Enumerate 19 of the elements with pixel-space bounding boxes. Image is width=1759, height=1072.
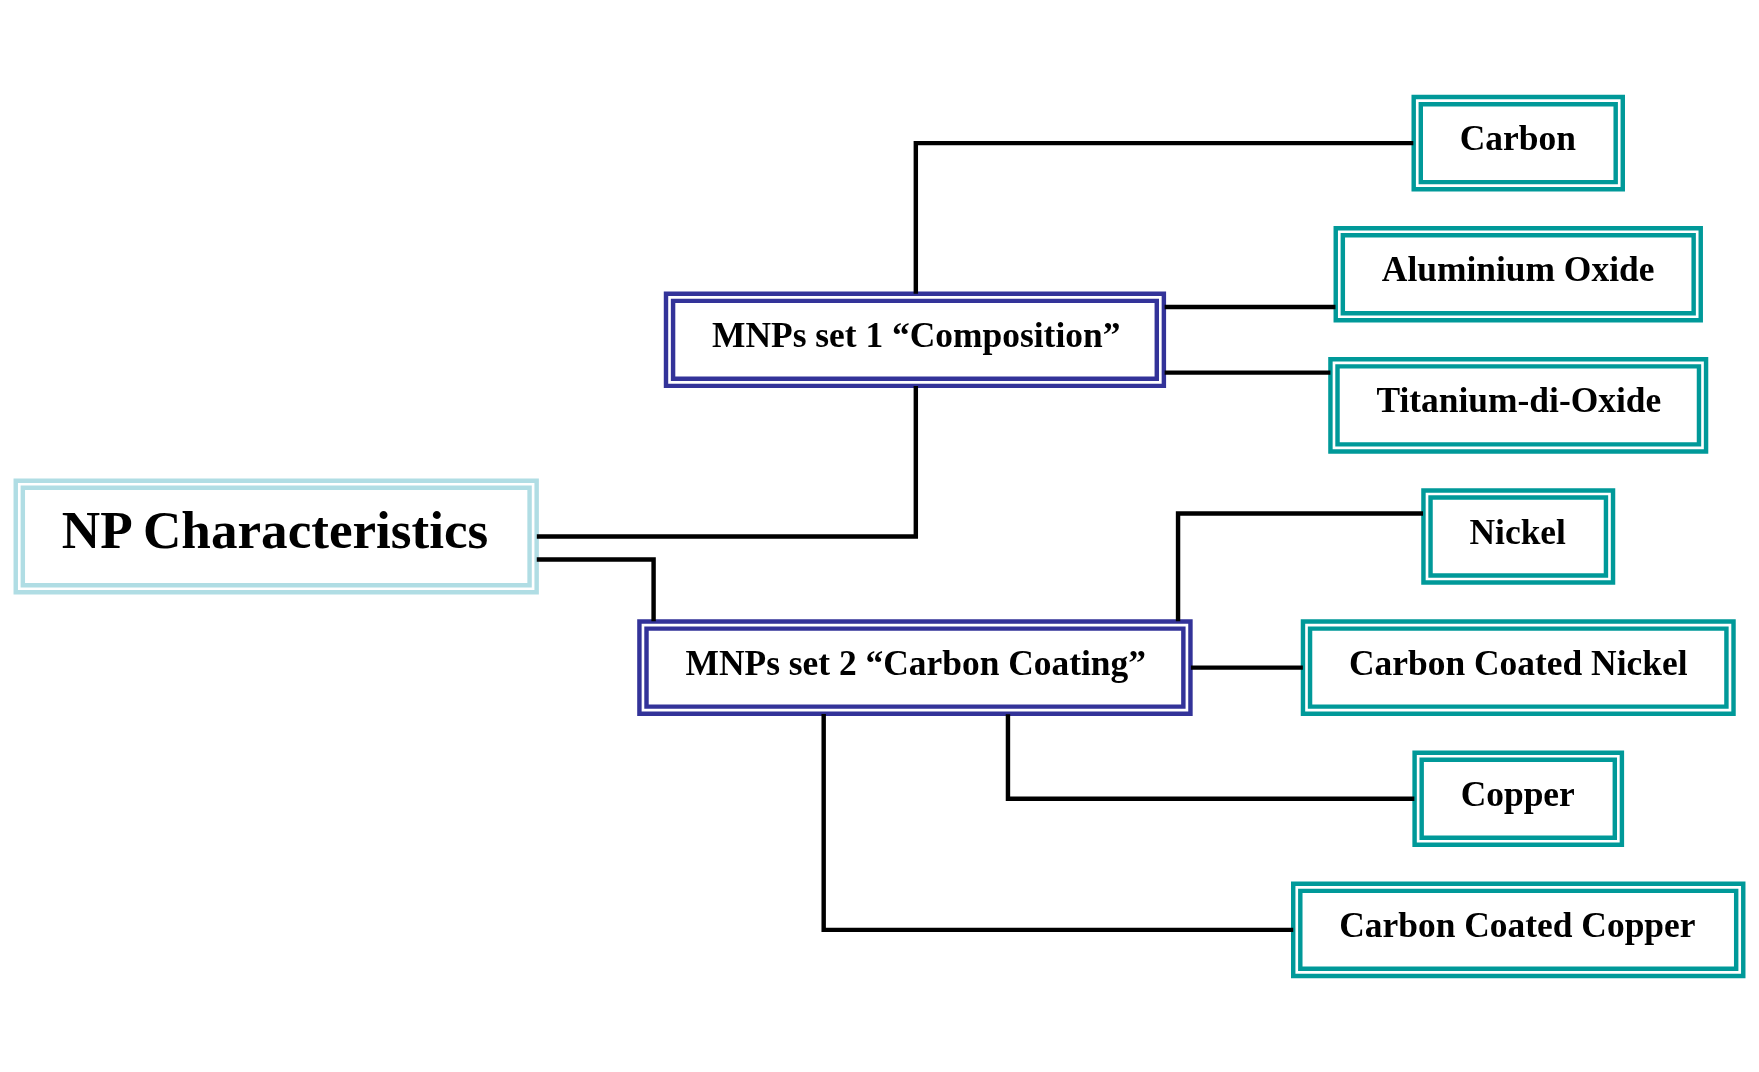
node-box: Carbon Coated Copper [1291,881,1746,978]
connector [1164,304,1336,309]
node-box: Carbon [1411,94,1625,191]
connector [1005,713,1415,801]
connector [1164,369,1331,375]
connector [821,713,1294,932]
connector [1175,510,1424,621]
connector [536,556,656,621]
node-box: MNPs set 1 “Composition” [663,291,1167,388]
node-box: Nickel [1421,487,1616,585]
node-box: NP Characteristics [13,477,539,595]
node-box: Aluminium Oxide [1333,225,1703,323]
connector [913,140,1414,294]
connector [1191,664,1303,670]
node-box: Titanium-di-Oxide [1328,356,1709,454]
connector [536,385,919,539]
node-box: Copper [1412,749,1625,847]
node-box: Carbon Coated Nickel [1300,618,1736,716]
node-box: MNPs set 2 “Carbon Coating” [637,618,1193,716]
